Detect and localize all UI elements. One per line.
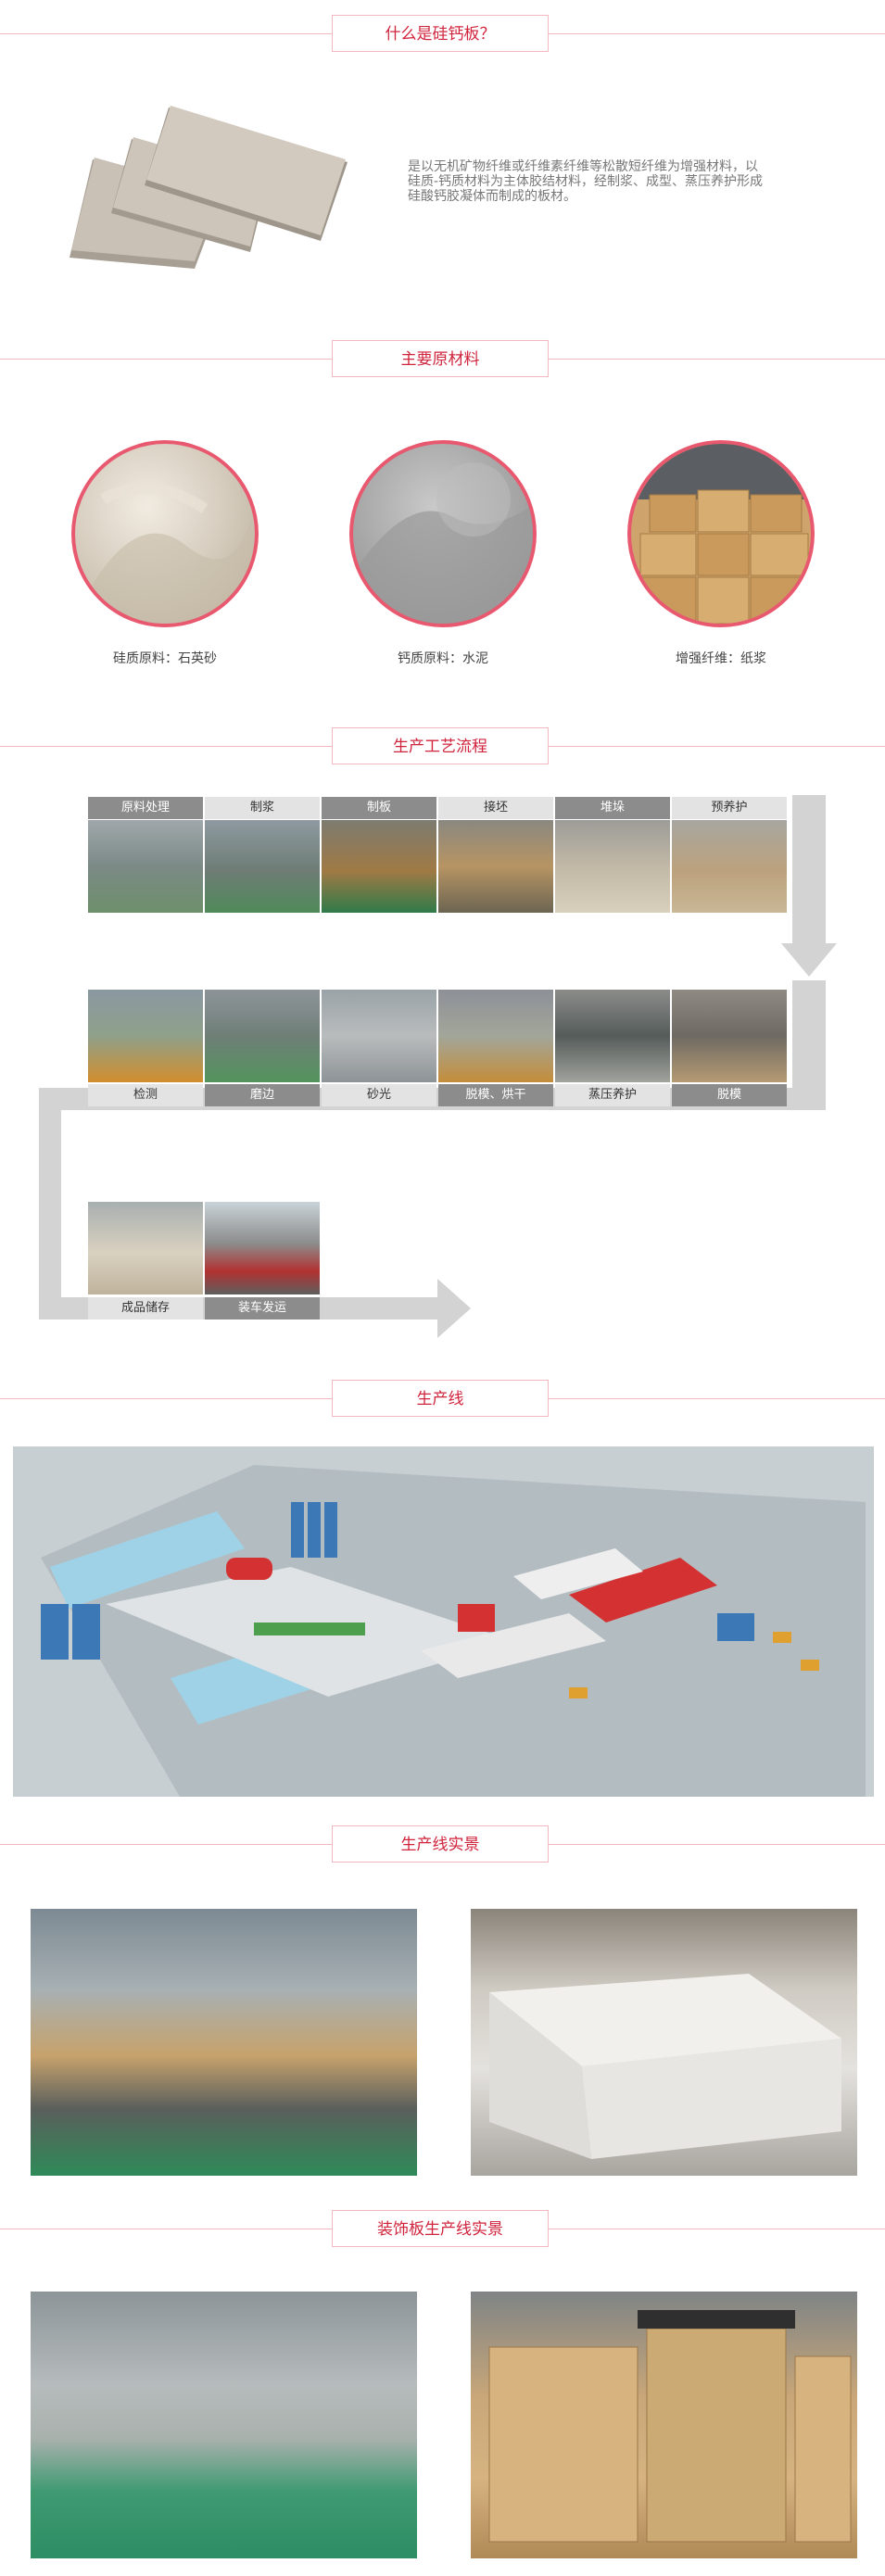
process-step-label: 装车发运: [205, 1297, 320, 1320]
section-title-line-photos: 生产线实景: [332, 1825, 549, 1863]
process-step-label: 预养护: [672, 797, 787, 819]
process-step-label: 脱模、烘干: [438, 1084, 553, 1106]
paper-pulp-image: [627, 440, 815, 627]
process-photo: [88, 820, 203, 913]
process-step-label: 检测: [88, 1084, 203, 1106]
section-title-deco: 装饰板生产线实景: [332, 2210, 549, 2247]
material-caption-calcium: 钙质原料：水泥: [398, 651, 488, 666]
process-step-label: 蒸压养护: [555, 1084, 670, 1106]
flow-arrow-right-icon: [437, 1279, 471, 1338]
process-photo: [205, 990, 320, 1082]
process-photo: [555, 990, 670, 1082]
calcium-silicate-board-image: [70, 106, 348, 269]
process-photo: [205, 1202, 320, 1294]
process-step-label: 接坯: [438, 797, 553, 819]
process-photo: [438, 990, 553, 1082]
line-photo-boards: [471, 1909, 857, 2176]
process-step-label: 脱模: [672, 1084, 787, 1106]
section-title-what: 什么是硅钙板？: [332, 15, 549, 52]
what-description: 是以无机矿物纤维或纤维素纤维等松散短纤维为增强材料，以硅质-钙质材料为主体胶结材…: [408, 159, 764, 204]
flow-connector: [39, 1088, 61, 1320]
process-photo: [322, 990, 436, 1082]
deco-photo-workshop: [31, 2292, 417, 2558]
quartz-sand-image: [71, 440, 259, 627]
process-step-label: 堆垛: [555, 797, 670, 819]
process-photo: [205, 820, 320, 913]
process-step-label: 原料处理: [88, 797, 203, 819]
section-title-materials: 主要原材料: [332, 340, 549, 377]
production-line-3d-illustration: [13, 1446, 874, 1797]
process-photo: [438, 820, 553, 913]
process-step-label: 砂光: [322, 1084, 436, 1106]
process-photo: [88, 990, 203, 1082]
process-step-label: 成品储存: [88, 1297, 203, 1320]
process-step-label: 制浆: [205, 797, 320, 819]
line-photo-workshop: [31, 1909, 417, 2176]
cement-image: [349, 440, 537, 627]
section-title-process: 生产工艺流程: [332, 727, 549, 764]
process-photo: [88, 1202, 203, 1294]
flow-arrow-down-icon: [781, 943, 837, 977]
process-photo: [672, 990, 787, 1082]
process-photo: [555, 820, 670, 913]
deco-photo-stacks: [471, 2292, 857, 2558]
process-step-label: 磨边: [205, 1084, 320, 1106]
material-caption-silica: 硅质原料：石英砂: [113, 651, 217, 666]
process-step-label: 制板: [322, 797, 436, 819]
process-photo: [322, 820, 436, 913]
flow-connector: [792, 795, 826, 953]
material-caption-fiber: 增强纤维：纸浆: [676, 651, 766, 666]
process-photo: [672, 820, 787, 913]
section-title-line: 生产线: [332, 1380, 549, 1417]
